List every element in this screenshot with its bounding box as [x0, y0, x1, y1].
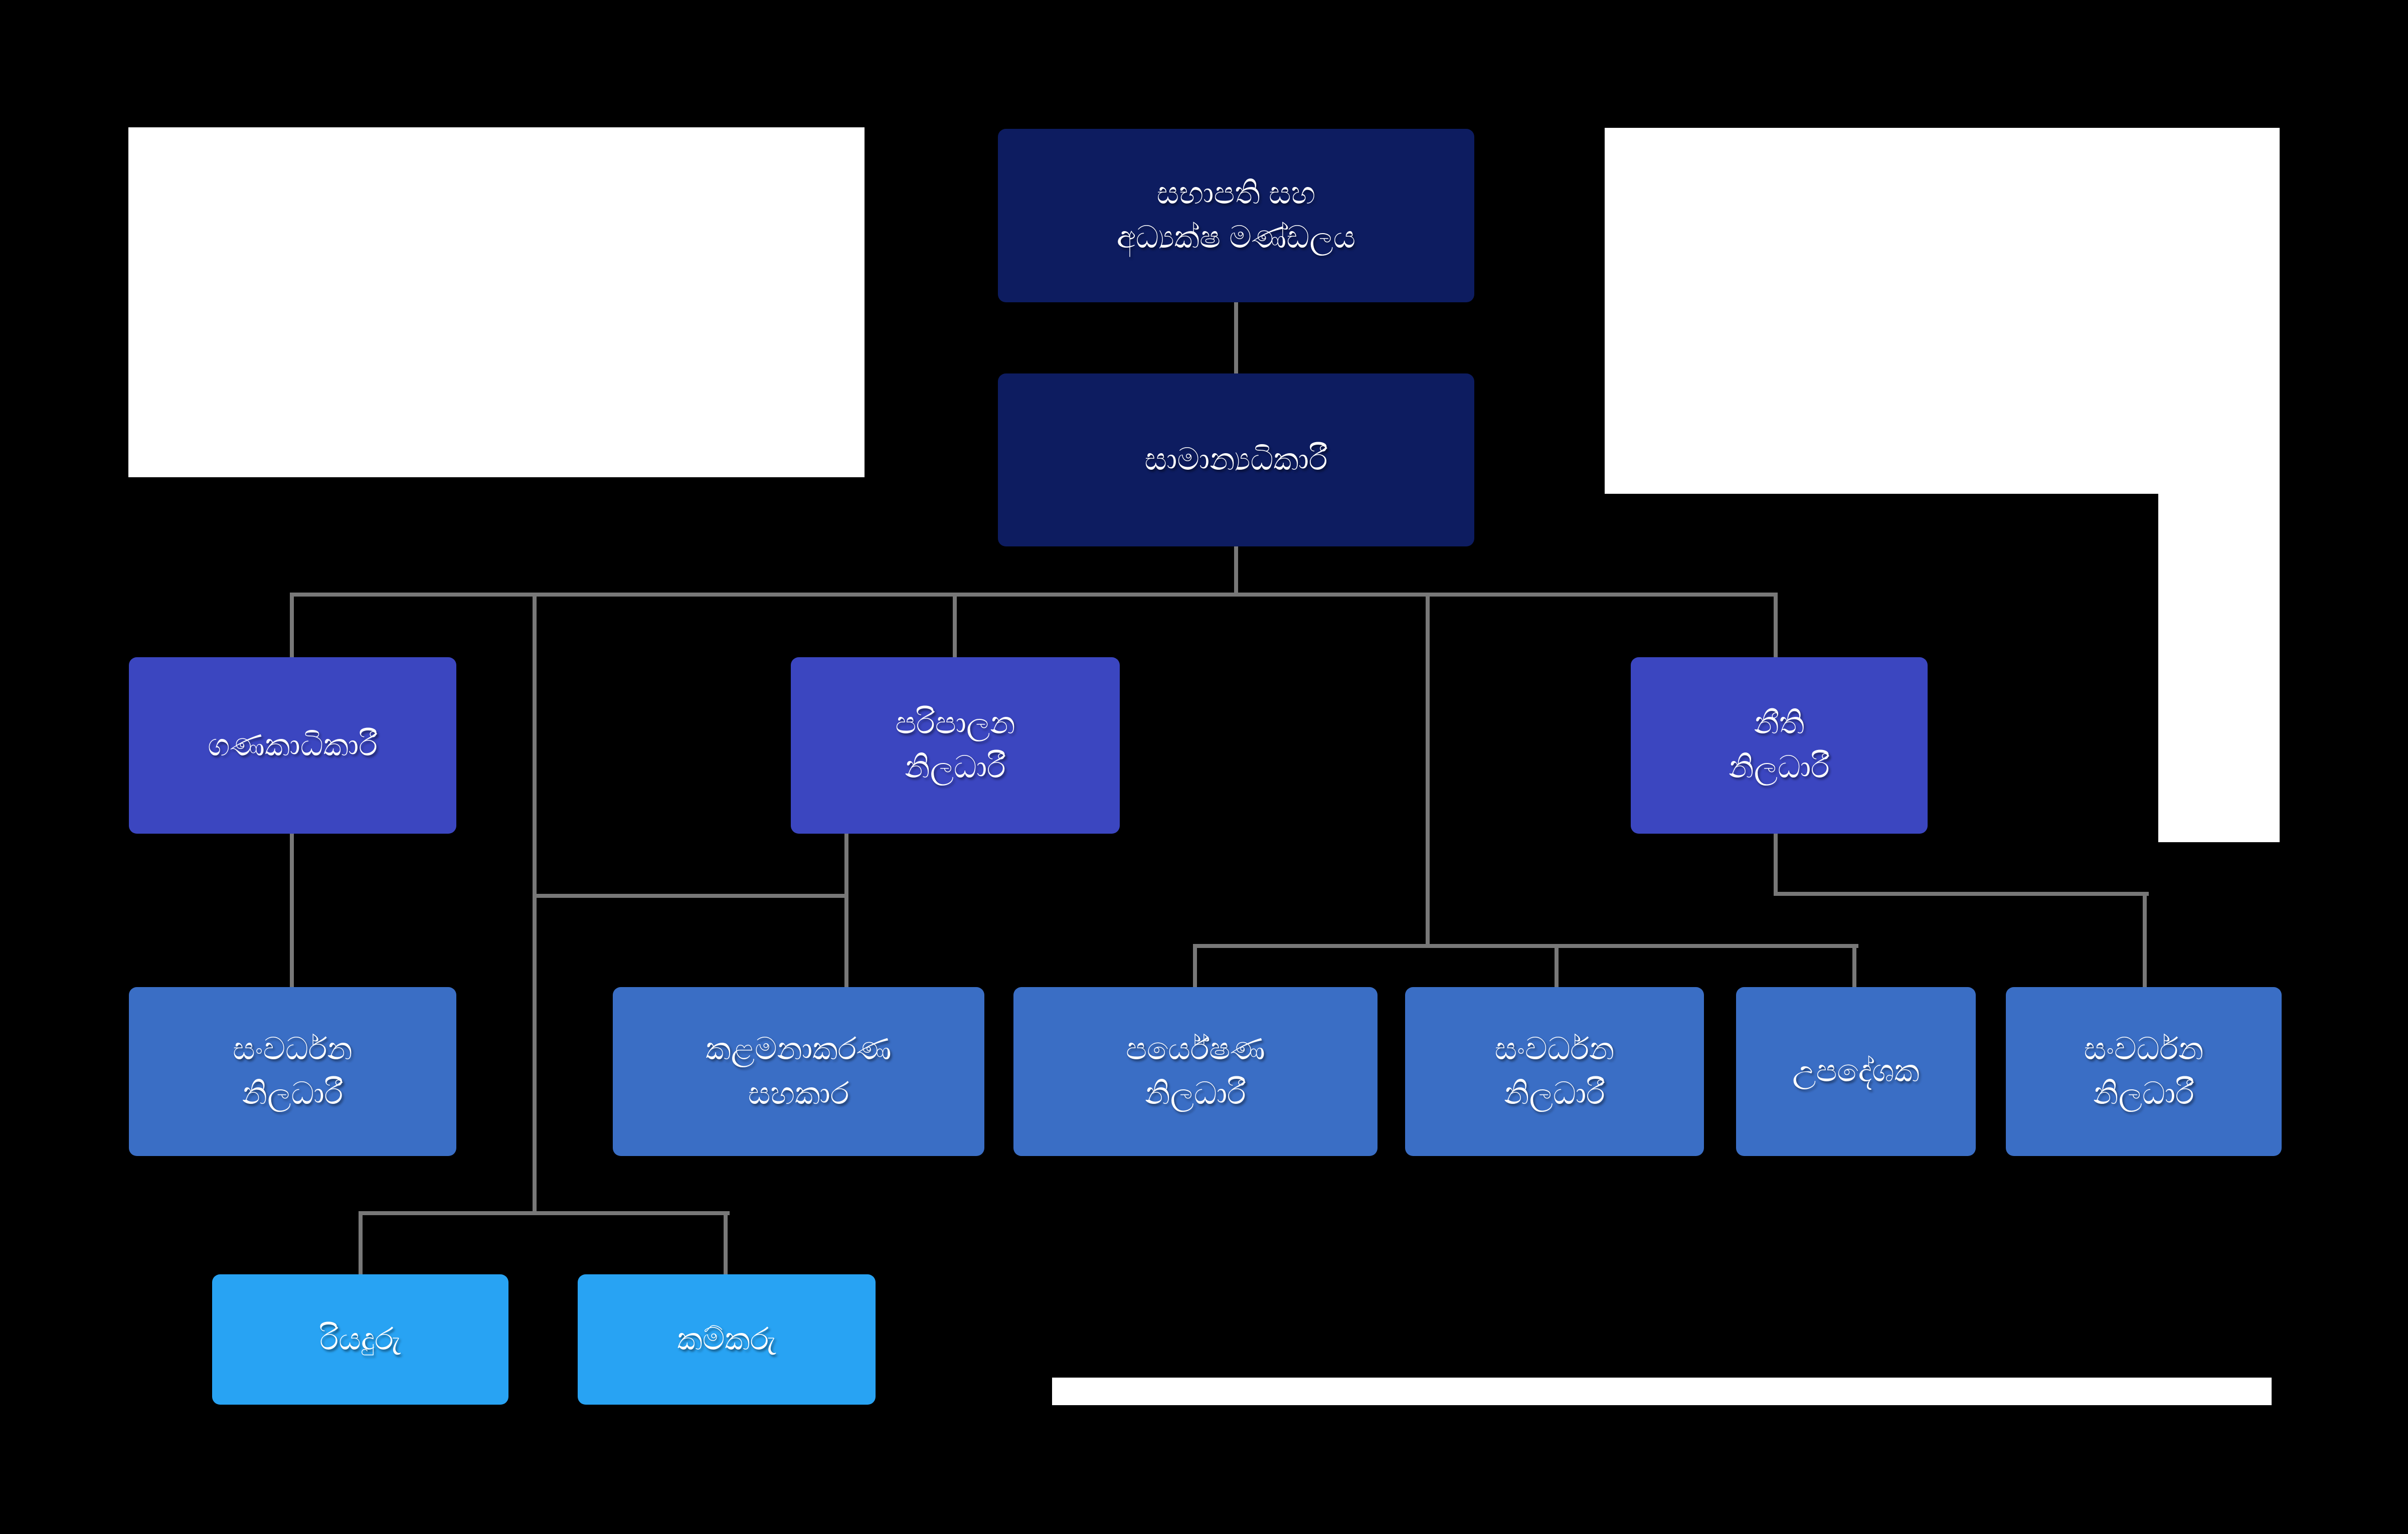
redacted-panel-top-right [1605, 128, 2280, 494]
connector-legal-horizontal [1774, 892, 2149, 896]
connector-drop-dev2 [1555, 944, 1559, 989]
org-node-accountant: ගණකාධිකාරී [129, 657, 456, 834]
org-node-advisor: උපදේශක [1736, 987, 1976, 1156]
org-node-chairman-board: සභාපති සහ අධ්‍යක්ෂ මණ්ඩලය [998, 129, 1474, 302]
org-node-development-officer-2: සංවර්ධන නිලධාරී [1405, 987, 1704, 1156]
connector-legal-stub [1774, 834, 1778, 896]
connector-drop-laborer [724, 1211, 728, 1276]
redacted-panel-right-column [2158, 494, 2280, 842]
org-node-legal-officer: නීති නිලධාරී [1631, 657, 1928, 834]
redacted-bar-bottom [1052, 1378, 2272, 1405]
org-node-laborer: කම්කරු [578, 1274, 876, 1405]
connector-long-vertical [533, 593, 537, 1215]
org-node-research-officer: පර්යේෂණ නිලධාරී [1013, 987, 1378, 1156]
org-node-management-assistant: කළමනාකරණ සහකාර [613, 987, 984, 1156]
connector-drop-driver [359, 1211, 363, 1276]
org-node-driver: රියදුරු [212, 1274, 508, 1405]
connector-drop-legal [1774, 593, 1778, 659]
connector-drop-middle [1426, 593, 1430, 948]
connector-bus-middle [1193, 944, 1858, 948]
connector-gm-stem [1234, 544, 1238, 595]
connector-accountant-dev1 [290, 834, 294, 989]
redacted-panel-top-left [128, 127, 865, 477]
connector-admin-mgmt [844, 832, 848, 989]
org-node-development-officer-1: සංවර්ධන නිලධාරී [129, 987, 456, 1156]
connector-bus-top [290, 593, 1778, 597]
connector-drop-admin [953, 593, 957, 659]
connector-drop-accountant [290, 593, 294, 659]
org-node-development-officer-3: සංවර්ධන නිලධාරී [2006, 987, 2282, 1156]
connector-chairman-gm [1234, 301, 1238, 375]
connector-bus-bottom [359, 1211, 730, 1215]
connector-drop-dev3 [2143, 892, 2147, 989]
connector-drop-research [1193, 944, 1197, 989]
connector-drop-advisor [1852, 944, 1856, 989]
org-node-general-manager: සාමාන්‍යධිකාරී [998, 373, 1474, 546]
connector-admin-horizontal [533, 894, 848, 898]
org-node-admin-officer: පරිපාලන නිලධාරී [791, 657, 1120, 834]
